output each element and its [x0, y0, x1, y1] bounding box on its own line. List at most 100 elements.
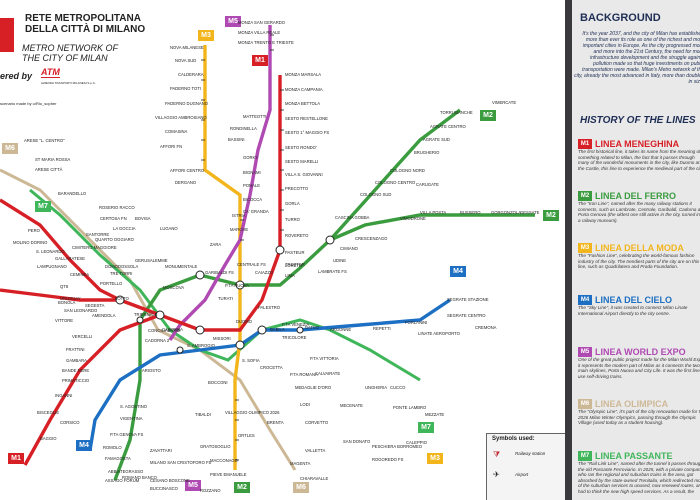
station-label: P.TA ROMANA	[290, 372, 318, 377]
station-label: COLOGNO SUD	[360, 192, 392, 197]
station-label: GORLA	[285, 201, 300, 206]
line-name: LINEA DEL CIELO	[595, 294, 673, 305]
station-label: P.TA NUOVA	[225, 283, 249, 288]
station-label: REPETTI	[373, 326, 391, 331]
station-label: ZAVATTARI	[150, 448, 172, 453]
station-label: ORTLES	[238, 433, 255, 438]
station-label: ST MARIA ROSSA	[35, 157, 71, 162]
station-label: TRIENNALE	[134, 312, 158, 317]
line-code-badge: M2	[578, 190, 592, 201]
station-label: LOTTO	[115, 296, 129, 301]
station-label: LA GOCCIA	[113, 226, 136, 231]
railway-label: Railway station	[515, 451, 546, 456]
line-code-badge: M6	[578, 398, 592, 409]
station-label: CADORNA 2	[145, 338, 170, 343]
badge-m2-south: M2	[234, 482, 250, 493]
line-name: LINEA OLIMPICA	[595, 398, 669, 409]
station-label: VIGENTINA	[120, 416, 143, 421]
station-label: PORTELLO	[100, 281, 123, 286]
station-label: CHIARAVALLE	[300, 476, 329, 481]
station-label: SAN LEONARDO	[64, 308, 98, 313]
station-dots	[115, 235, 335, 354]
station-label: TRE TORRI	[110, 271, 133, 276]
line-name: LINEA DELLA MODA	[595, 242, 684, 253]
station-label: PADERNO DUGNANO	[165, 101, 208, 106]
station-label: LAMPUGNANO	[37, 264, 67, 269]
station-label: LUGANO	[160, 226, 178, 231]
station-label: S. AGOSTINO	[120, 404, 147, 409]
station-label: BAGGIO	[40, 436, 57, 441]
badge-m1-west: M1	[8, 453, 24, 464]
station-label: SESTO 1° MAGGIO FS	[285, 130, 330, 135]
line-description: The "Rail Link Line", named after the tu…	[578, 461, 700, 495]
station-label: MONZA VILLA REALE	[238, 30, 281, 35]
station-label: PERO	[28, 228, 40, 233]
line-name: LINEA WORLD EXPO	[595, 346, 686, 357]
station-label: ABBIATEGRASSO	[108, 469, 144, 474]
station-label: UNGHERIA	[365, 385, 388, 390]
station-label: S. LEONARDO	[36, 249, 65, 254]
atm-subtitle: AZIENDA TRASPORTI MILANESI S.p.A.	[41, 81, 96, 85]
station-label: INGANNI	[55, 393, 73, 398]
station-label: TURATI	[218, 296, 233, 301]
station-label: MACCONAGO	[210, 458, 238, 463]
badge-m4-east: M4	[450, 266, 466, 277]
symbols-title: Symbols used:	[492, 436, 535, 442]
railway-icon: ⧩	[493, 450, 501, 459]
badge-m7-west: M7	[35, 201, 51, 212]
station-label: ARESE CITTÀ	[35, 167, 63, 172]
station-label: ROVERETO	[285, 233, 309, 238]
station-label: TIBALDI	[195, 412, 211, 417]
station-label: CENTRALE FS	[237, 262, 266, 267]
badge-m7-east: M7	[418, 422, 434, 433]
station-label: BUSSERO	[460, 210, 481, 215]
station-label: VILLAGGIO AMBROSIANO	[155, 115, 207, 120]
badge-m1-north: M1	[252, 55, 268, 66]
airport-label: Airport	[515, 472, 529, 477]
station-label: BRUGHERIO	[414, 150, 440, 155]
station-label: BICOCCA	[243, 197, 263, 202]
station-label: CARUGATE	[416, 182, 439, 187]
station-label: VIMERCATE	[492, 100, 517, 105]
station-label: QT8	[60, 284, 69, 289]
station-label: ASSAGO FORUM	[105, 478, 140, 483]
line-m6-path	[0, 168, 297, 471]
station-label: PIEVE EMANUELE	[210, 472, 247, 477]
station-label: VIMODRONE	[400, 216, 426, 221]
station-label: NOVA SUD	[175, 58, 197, 63]
airport-icon: ✈	[493, 470, 500, 479]
station-label: P.TA VITTORIA	[310, 356, 339, 361]
station-label: CERTOSA FN	[100, 216, 127, 221]
station-label: MATTEOTTI	[243, 114, 267, 119]
station-label: QUARTO OGGIARO	[95, 237, 134, 242]
background-title: BACKGROUND	[580, 12, 661, 24]
station-label: COLOGNO NORD	[390, 168, 425, 173]
background-text: It's the year 2037, and the city of Mila…	[574, 31, 700, 85]
station-label: CREMONA	[475, 325, 497, 330]
station-label: MILANO SAN CRISTOFORO FS	[150, 460, 212, 465]
header-subtitle-2: THE CITY OF MILAN	[22, 53, 108, 63]
station-label: TROTTER	[285, 262, 305, 267]
station-label: LORETO	[285, 263, 303, 268]
station-label: ROMOLO	[103, 445, 122, 450]
line-description: The "Fashion Line", celebrating the worl…	[578, 253, 700, 270]
station-label: MOLINO DORINO	[13, 240, 48, 245]
line-m2-branch-path	[329, 213, 535, 242]
header-title-2: DELLA CITTÀ DI MILANO	[25, 24, 146, 35]
station-label: VALLETTA	[305, 448, 326, 453]
history-title: HISTORY OF THE LINES	[580, 115, 696, 126]
station-label: URUGUAY	[60, 296, 81, 301]
badge-m5-north: M5	[225, 16, 241, 27]
station-label: LINATE AEROPORTO	[418, 331, 460, 336]
station-label: BRENTA	[267, 420, 284, 425]
station-label: CALDERARA	[178, 72, 204, 77]
station-label: CUCCO	[390, 385, 406, 390]
line-code-badge: M5	[578, 346, 592, 357]
station-label: FORLANINI	[405, 320, 428, 325]
powered-by-label: ered by	[0, 71, 33, 81]
